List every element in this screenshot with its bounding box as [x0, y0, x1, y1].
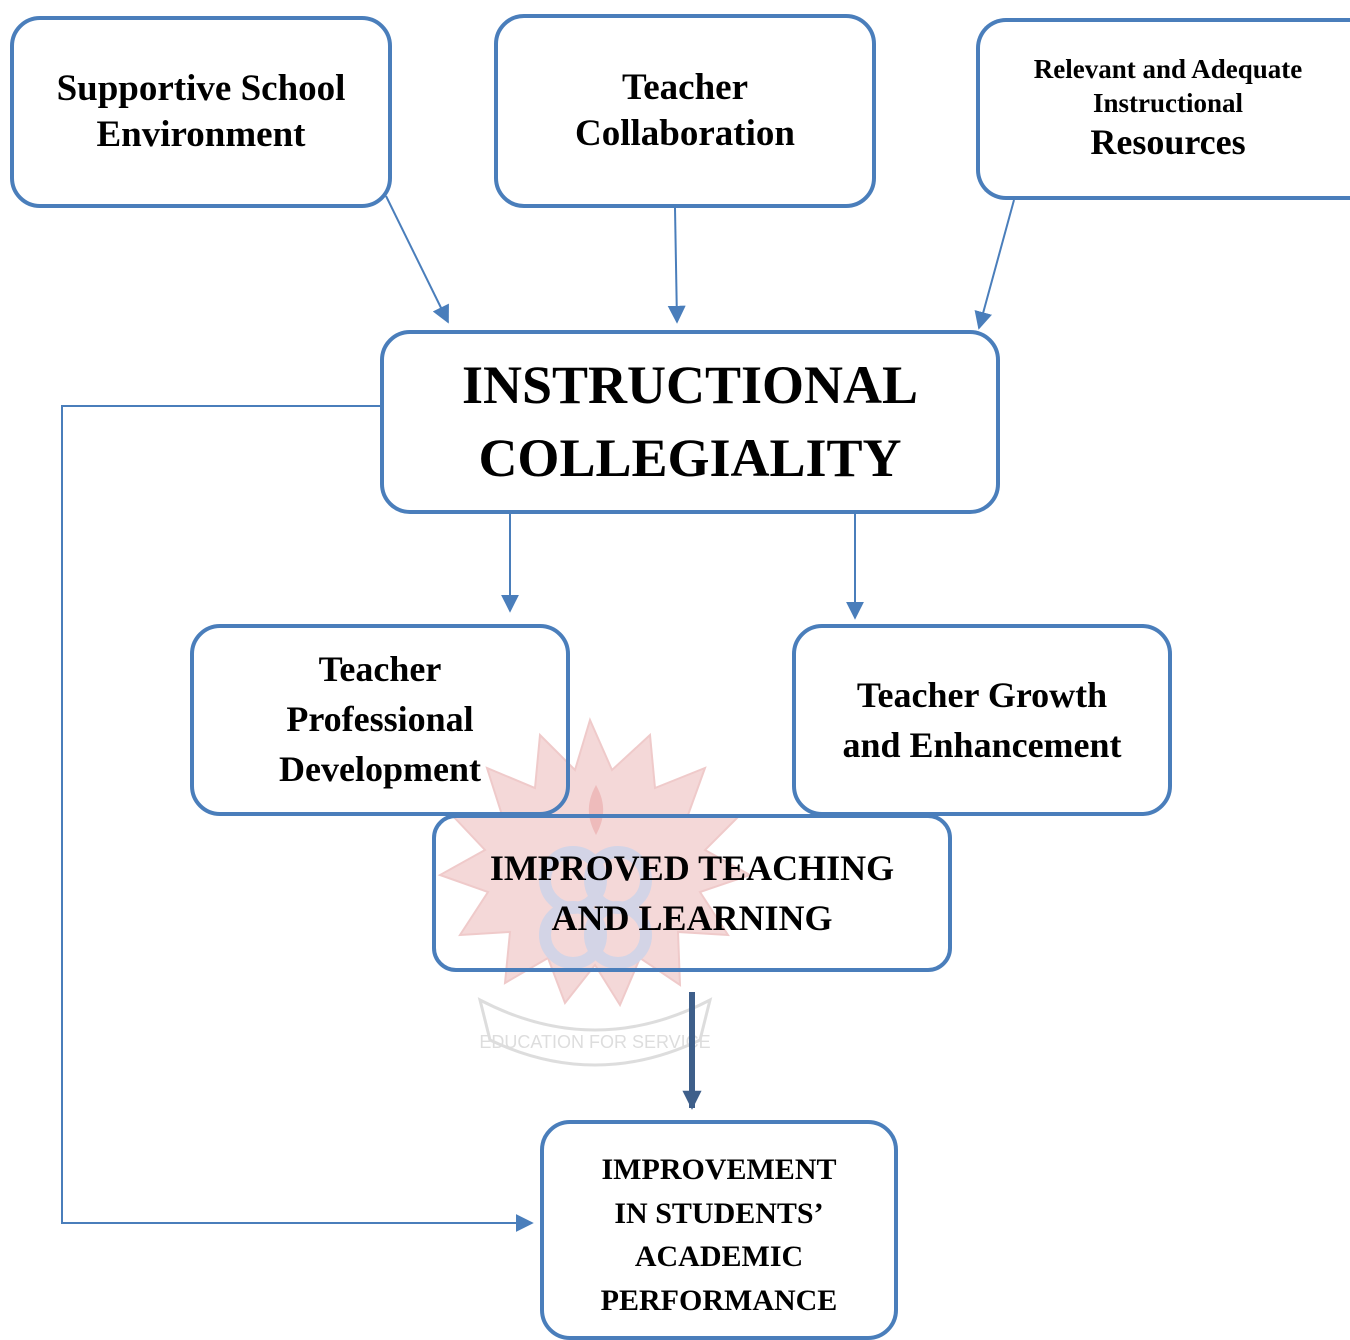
node-teacher-professional-development: Teacher Professional Development — [190, 624, 570, 816]
node-supportive-school-environment: Supportive School Environment — [10, 16, 392, 208]
arrow-collaboration-to-collegiality — [667, 207, 686, 324]
university-seal-watermark: EDUCATION FOR SERVICE — [437, 717, 753, 1067]
node-teacher-collaboration: Teacher Collaboration — [494, 14, 876, 208]
node-instructional-collegiality: INSTRUCTIONAL COLLEGIALITY — [380, 330, 1000, 514]
node-improved-teaching-learning: IMPROVED TEACHING AND LEARNING — [432, 814, 952, 972]
node-teaching-line-2: AND LEARNING — [551, 898, 833, 938]
seal-motto: EDUCATION FOR SERVICE — [479, 1032, 710, 1052]
node-collegiality-line-1: INSTRUCTIONAL — [461, 355, 919, 416]
node-performance-line-4: PERFORMANCE — [600, 1283, 838, 1317]
node-performance-line-3: ACADEMIC — [634, 1240, 804, 1273]
arrow-resources-to-collegiality — [974, 199, 1015, 330]
node-supportive-line-2: Environment — [96, 114, 306, 155]
node-performance-line-1: IMPROVEMENT — [601, 1153, 837, 1186]
seal-ring-bottom-left — [539, 901, 607, 969]
seal-ring-top-right — [584, 846, 652, 914]
node-resources-line-2: Instructional — [1092, 87, 1244, 118]
node-relevant-instructional-resources: Relevant and Adequate Instructional Reso… — [976, 18, 1350, 200]
seal-ring-top-left — [539, 846, 607, 914]
node-collaboration-line-1: Teacher — [621, 66, 749, 108]
node-growth-line-1: Teacher Growth — [856, 674, 1108, 715]
arrow-supportive-to-collegiality — [385, 195, 449, 324]
node-collegiality-line-2: COLLEGIALITY — [478, 428, 902, 488]
node-professional-line-2: Professional — [286, 699, 474, 740]
node-professional-line-3: Development — [279, 748, 481, 789]
feedback-line-collegiality-to-performance — [61, 405, 534, 1232]
node-performance-line-2: IN STUDENTS’ — [614, 1196, 824, 1230]
node-professional-line-1: Teacher — [318, 649, 442, 690]
node-improvement-student-performance: IMPROVEMENT IN STUDENTS’ ACADEMIC PERFOR… — [540, 1120, 898, 1340]
seal-banner — [477, 997, 713, 1067]
node-resources-line-1: Relevant and Adequate — [1033, 53, 1303, 84]
node-collaboration-line-2: Collaboration — [575, 113, 795, 154]
node-supportive-line-1: Supportive School — [56, 67, 346, 109]
node-teaching-line-1: IMPROVED TEACHING — [489, 847, 895, 888]
seal-torch-flame — [588, 785, 604, 835]
node-resources-line-3: Resources — [1090, 122, 1246, 163]
node-teacher-growth-enhancement: Teacher Growth and Enhancement — [792, 624, 1172, 816]
node-growth-line-2: and Enhancement — [842, 725, 1122, 765]
seal-ring-bottom-right — [584, 901, 652, 969]
